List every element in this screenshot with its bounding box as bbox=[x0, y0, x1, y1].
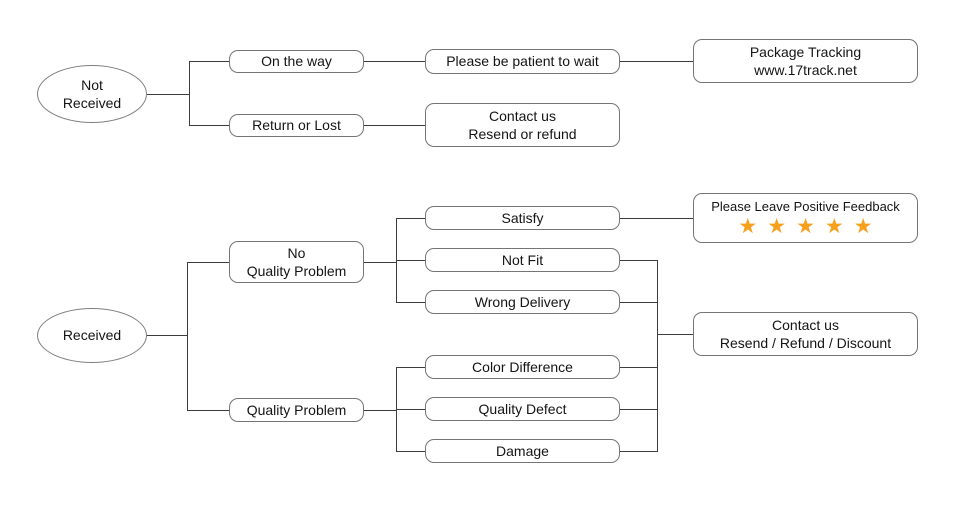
connector bbox=[620, 409, 657, 410]
connector bbox=[396, 302, 425, 303]
node-label: Quality Defect bbox=[478, 400, 567, 417]
node-quality-defect: Quality Defect bbox=[425, 397, 620, 421]
node-quality-problem: Quality Problem bbox=[229, 398, 364, 422]
node-label: Quality Problem bbox=[246, 263, 347, 279]
connector bbox=[396, 218, 425, 219]
node-label: Please Leave Positive Feedback bbox=[711, 199, 900, 215]
node-label: Quality Problem bbox=[246, 401, 347, 418]
node-label: Return or Lost bbox=[252, 117, 341, 134]
connector bbox=[187, 410, 229, 411]
connector bbox=[189, 61, 229, 62]
node-label: Received bbox=[62, 327, 122, 344]
node-label: Please be patient to wait bbox=[446, 53, 599, 70]
node-label: Resend / Refund / Discount bbox=[719, 335, 892, 351]
connector bbox=[657, 334, 693, 335]
node-label: No bbox=[287, 244, 306, 261]
connector bbox=[364, 61, 425, 62]
node-return-or-lost: Return or Lost bbox=[229, 114, 364, 137]
connector bbox=[189, 61, 190, 126]
connector bbox=[189, 125, 229, 126]
node-satisfy: Satisfy bbox=[425, 206, 620, 230]
node-damage: Damage bbox=[425, 439, 620, 463]
node-label: Received bbox=[62, 95, 122, 111]
connector bbox=[187, 262, 229, 263]
node-label: www.17track.net bbox=[754, 62, 857, 78]
node-label: Not bbox=[81, 76, 103, 93]
connector bbox=[620, 367, 657, 368]
node-label: Wrong Delivery bbox=[474, 293, 571, 310]
connector bbox=[364, 262, 396, 263]
node-label: Package Tracking bbox=[749, 43, 862, 60]
node-label: Contact us bbox=[489, 107, 556, 124]
connector bbox=[147, 94, 189, 95]
connector bbox=[620, 61, 693, 62]
node-no-quality-problem: No Quality Problem bbox=[229, 241, 364, 283]
node-positive-feedback: Please Leave Positive Feedback ★★★★★ bbox=[693, 193, 918, 243]
connector bbox=[364, 410, 396, 411]
node-label: Contact us bbox=[772, 316, 839, 333]
connector bbox=[396, 409, 425, 410]
node-not-fit: Not Fit bbox=[425, 248, 620, 272]
connector bbox=[657, 260, 658, 452]
connector bbox=[147, 335, 187, 336]
node-not-received: Not Received bbox=[37, 65, 147, 123]
connector bbox=[620, 302, 657, 303]
node-received: Received bbox=[37, 308, 147, 363]
connector bbox=[620, 218, 693, 219]
connector bbox=[364, 125, 425, 126]
connector bbox=[396, 367, 425, 368]
node-color-difference: Color Difference bbox=[425, 355, 620, 379]
node-label: Resend or refund bbox=[468, 126, 577, 142]
connector bbox=[187, 262, 188, 410]
five-star-rating: ★★★★★ bbox=[738, 214, 883, 238]
node-on-the-way: On the way bbox=[229, 50, 364, 73]
node-label: Not Fit bbox=[501, 251, 544, 268]
node-be-patient: Please be patient to wait bbox=[425, 49, 620, 74]
connector bbox=[620, 260, 657, 261]
node-contact-resend-refund: Contact us Resend or refund bbox=[425, 103, 620, 147]
connector bbox=[396, 260, 425, 261]
node-contact-discount: Contact us Resend / Refund / Discount bbox=[693, 312, 918, 356]
node-package-tracking: Package Tracking www.17track.net bbox=[693, 39, 918, 83]
connector bbox=[396, 451, 425, 452]
node-wrong-delivery: Wrong Delivery bbox=[425, 290, 620, 314]
node-label: Color Difference bbox=[472, 358, 573, 375]
node-label: On the way bbox=[261, 53, 332, 70]
connector bbox=[620, 451, 657, 452]
node-label: Damage bbox=[496, 442, 549, 459]
node-label: Satisfy bbox=[501, 209, 544, 226]
